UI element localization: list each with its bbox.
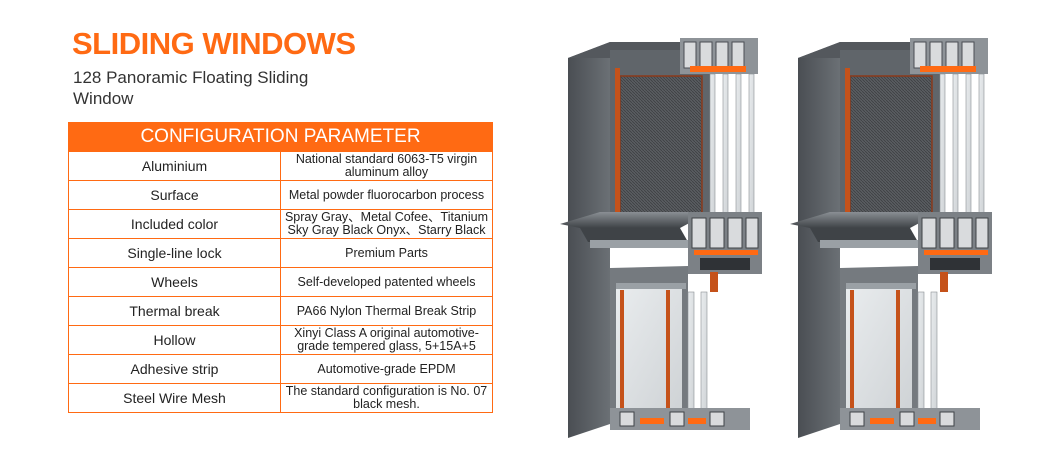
table-header-row: CONFIGURATION PARAMETER bbox=[68, 122, 493, 152]
row-value: Automotive-grade EPDM bbox=[280, 354, 493, 384]
table-row: Steel Wire Mesh The standard configurati… bbox=[68, 383, 493, 413]
window-profile-cross-section-2 bbox=[790, 28, 1000, 438]
row-value: Spray Gray、Metal Cofee、Titanium Sky Gray… bbox=[280, 209, 493, 239]
window-profile-cross-section-1 bbox=[560, 28, 770, 438]
table-row: Thermal break PA66 Nylon Thermal Break S… bbox=[68, 296, 493, 326]
table-row: Included color Spray Gray、Metal Cofee、Ti… bbox=[68, 209, 493, 239]
row-label: Single-line lock bbox=[68, 238, 281, 268]
row-label: Steel Wire Mesh bbox=[68, 383, 281, 413]
row-value: National standard 6063-T5 virgin aluminu… bbox=[280, 151, 493, 181]
row-value: Self-developed patented wheels bbox=[280, 267, 493, 297]
row-value: Metal powder fluorocarbon process bbox=[280, 180, 493, 210]
row-label: Hollow bbox=[68, 325, 281, 355]
row-label: Adhesive strip bbox=[68, 354, 281, 384]
table-header: CONFIGURATION PARAMETER bbox=[68, 122, 493, 152]
table-row: Single-line lock Premium Parts bbox=[68, 238, 493, 268]
row-value: Xinyi Class A original automotive-grade … bbox=[280, 325, 493, 355]
row-label: Included color bbox=[68, 209, 281, 239]
row-label: Surface bbox=[68, 180, 281, 210]
row-value: The standard configuration is No. 07 bla… bbox=[280, 383, 493, 413]
row-label: Aluminium bbox=[68, 151, 281, 181]
page-title: SLIDING WINDOWS bbox=[72, 26, 356, 61]
row-value: Premium Parts bbox=[280, 238, 493, 268]
table-row: Adhesive strip Automotive-grade EPDM bbox=[68, 354, 493, 384]
configuration-table: CONFIGURATION PARAMETER Aluminium Nation… bbox=[68, 122, 493, 413]
page-subtitle: 128 Panoramic Floating Sliding Window bbox=[73, 68, 309, 108]
row-label: Thermal break bbox=[68, 296, 281, 326]
table-row: Surface Metal powder fluorocarbon proces… bbox=[68, 180, 493, 210]
row-value: PA66 Nylon Thermal Break Strip bbox=[280, 296, 493, 326]
table-row: Hollow Xinyi Class A original automotive… bbox=[68, 325, 493, 355]
row-label: Wheels bbox=[68, 267, 281, 297]
table-row: Wheels Self-developed patented wheels bbox=[68, 267, 493, 297]
table-row: Aluminium National standard 6063-T5 virg… bbox=[68, 151, 493, 181]
